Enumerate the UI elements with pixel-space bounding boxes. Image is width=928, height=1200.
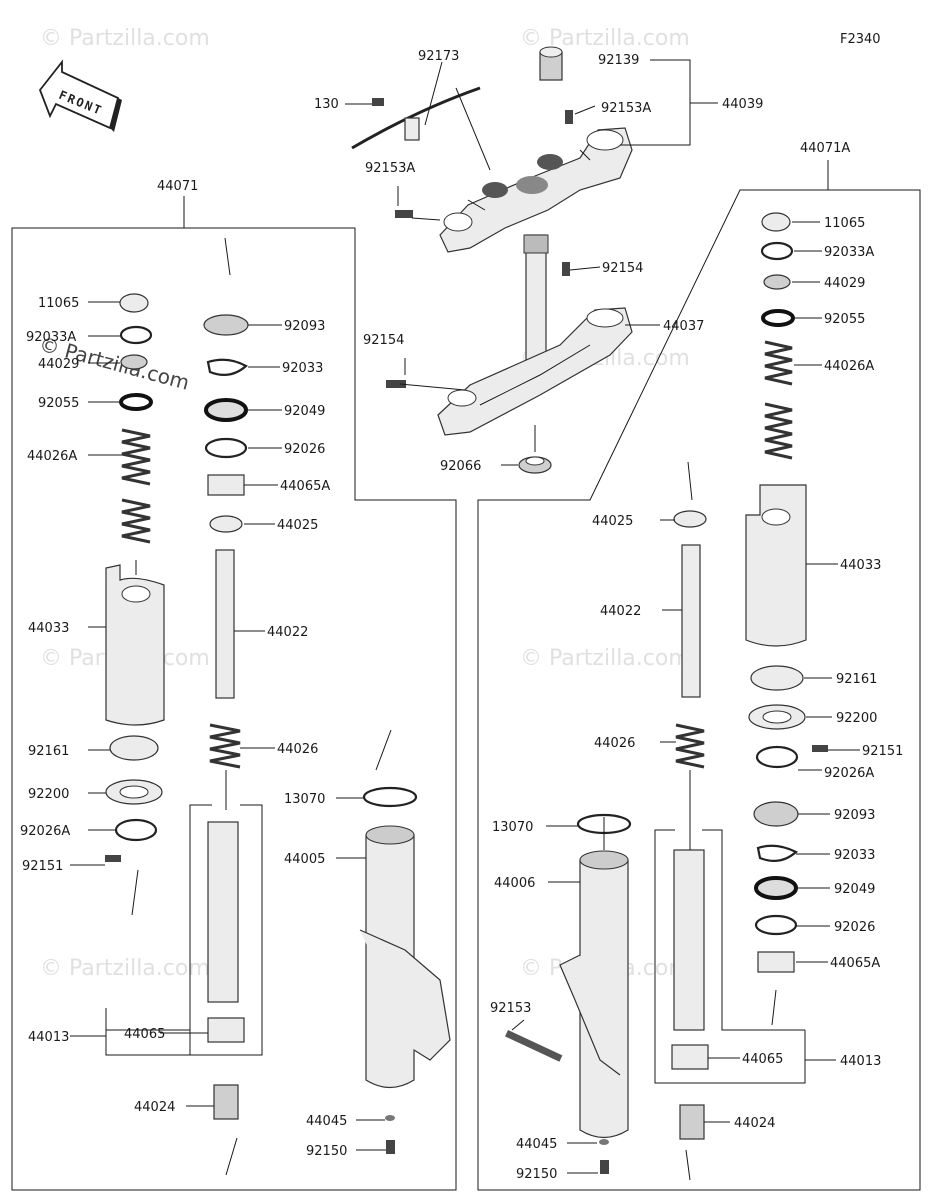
watermark: © Partzilla.com	[40, 956, 210, 981]
part-labels: 92173 130 92139 92153A 44039 92153A 9215…	[20, 49, 903, 1182]
label-92033: 92033	[282, 361, 323, 376]
label-44071: 44071	[157, 179, 198, 194]
label-44033: 44033	[840, 558, 881, 573]
cable-clip	[404, 117, 420, 141]
watermark: © Partzilla.com	[40, 26, 210, 51]
diagram-code: F2340	[840, 32, 881, 47]
label-92150: 92150	[516, 1167, 557, 1182]
label-92026a: 92026A	[824, 766, 874, 781]
left-assembly-outline	[11, 227, 457, 1191]
watermark: © Partzilla.com	[520, 646, 690, 671]
label-44013: 44013	[840, 1054, 881, 1069]
label-44022: 44022	[600, 604, 641, 619]
label-44039: 44039	[722, 97, 763, 112]
steering-stem-44037	[437, 234, 633, 436]
label-92173: 92173	[418, 49, 459, 64]
label-44065: 44065	[124, 1027, 165, 1042]
label-92153: 92153	[490, 1001, 531, 1016]
label-44065: 44065	[742, 1052, 783, 1067]
label-44029: 44029	[824, 276, 865, 291]
label-13070: 13070	[492, 820, 533, 835]
label-44025: 44025	[277, 518, 318, 533]
bolt-130	[372, 98, 384, 106]
label-44024: 44024	[134, 1100, 175, 1115]
label-92055: 92055	[38, 396, 79, 411]
label-130: 130	[314, 97, 339, 112]
label-44029: 44029	[38, 357, 79, 372]
label-44033: 44033	[28, 621, 69, 636]
label-11065: 11065	[38, 296, 79, 311]
label-92093: 92093	[284, 319, 325, 334]
label-44026: 44026	[277, 742, 318, 757]
label-92033: 92033	[834, 848, 875, 863]
left-44013-leader	[105, 1008, 190, 1056]
label-44071a: 44071A	[800, 141, 850, 156]
label-44065a: 44065A	[280, 479, 330, 494]
label-92150: 92150	[306, 1144, 347, 1159]
bolt-92153a-top	[565, 110, 573, 124]
right-44013-bracket	[654, 829, 806, 1084]
label-92049: 92049	[284, 404, 325, 419]
label-92154: 92154	[602, 261, 643, 276]
label-92093: 92093	[834, 808, 875, 823]
label-92154: 92154	[363, 333, 404, 348]
label-44025: 44025	[592, 514, 633, 529]
label-44026a: 44026A	[27, 449, 77, 464]
right-outer-tube-44006	[505, 813, 632, 1174]
label-92151: 92151	[22, 859, 63, 874]
label-44045: 44045	[516, 1137, 557, 1152]
left-outer-tube-44005	[359, 786, 451, 1154]
label-92161: 92161	[836, 672, 877, 687]
label-44065a: 44065A	[830, 956, 880, 971]
label-92026: 92026	[284, 442, 325, 457]
label-92066: 92066	[440, 459, 481, 474]
label-44045: 44045	[306, 1114, 347, 1129]
left-column-b-parts	[203, 314, 249, 1120]
label-92049: 92049	[834, 882, 875, 897]
label-92151: 92151	[862, 744, 903, 759]
bolt-92153a-left	[395, 210, 413, 218]
label-92055: 92055	[824, 312, 865, 327]
seal-92066	[518, 456, 552, 474]
label-44026a: 44026A	[824, 359, 874, 374]
right-assembly-outline	[477, 189, 921, 1191]
handlebar-cap-92139	[539, 46, 563, 81]
bolt-92154-left	[386, 380, 406, 388]
label-44026: 44026	[594, 736, 635, 751]
label-44005: 44005	[284, 852, 325, 867]
right-column-b-parts	[671, 510, 709, 1140]
front-arrow-icon: FRONT	[38, 59, 122, 132]
label-44006: 44006	[494, 876, 535, 891]
label-92153a: 92153A	[601, 101, 651, 116]
label-92139: 92139	[598, 53, 639, 68]
label-13070: 13070	[284, 792, 325, 807]
label-44037: 44037	[663, 319, 704, 334]
leader-lines	[70, 59, 860, 1181]
label-92200: 92200	[28, 787, 69, 802]
label-11065: 11065	[824, 216, 865, 231]
left-column-parts	[105, 293, 165, 862]
label-92033a: 92033A	[824, 245, 874, 260]
right-column-parts	[745, 212, 828, 973]
label-44022: 44022	[267, 625, 308, 640]
label-92033a: 92033A	[26, 330, 76, 345]
label-44013: 44013	[28, 1030, 69, 1045]
label-92026a: 92026A	[20, 824, 70, 839]
label-92153a: 92153A	[365, 161, 415, 176]
label-92026: 92026	[834, 920, 875, 935]
label-92200: 92200	[836, 711, 877, 726]
cable-92173	[351, 86, 481, 150]
bolt-92154-right	[562, 262, 570, 276]
label-44024: 44024	[734, 1116, 775, 1131]
upper-triple-clamp	[439, 127, 633, 253]
label-92161: 92161	[28, 744, 69, 759]
